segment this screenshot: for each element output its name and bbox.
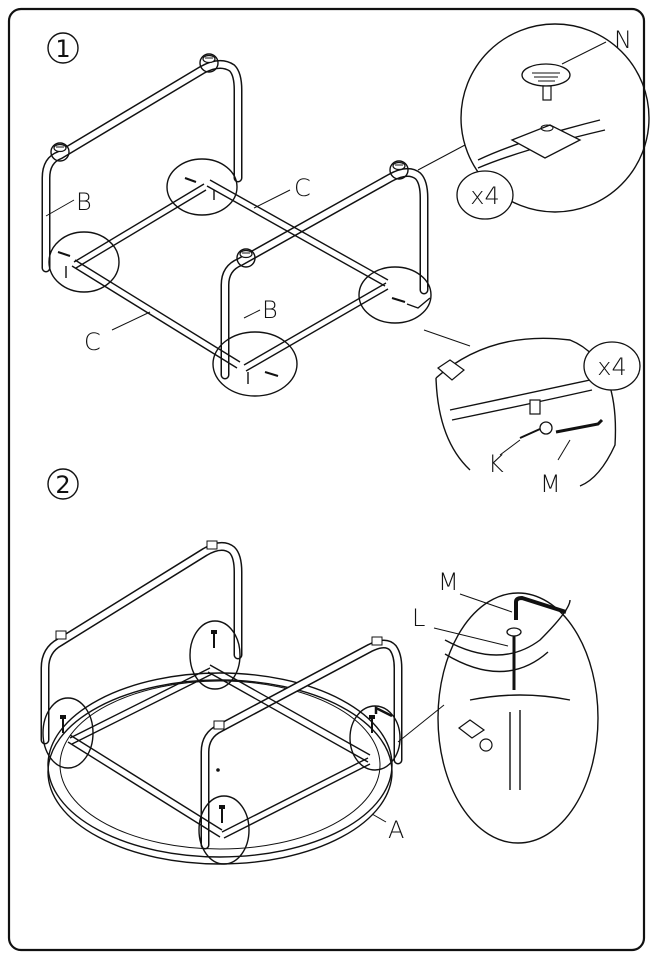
label-b-front: B — [262, 296, 278, 324]
label-c-back: C — [294, 174, 311, 202]
step-2: 2 — [40, 468, 599, 865]
step-2-circle — [47, 468, 79, 500]
qty-n: x4 — [470, 182, 499, 210]
callout-n: N x4 — [417, 23, 650, 220]
joint-highlights-step1 — [48, 158, 432, 397]
step-1: 1 — [41, 23, 650, 498]
joint-highlights-step2 — [42, 620, 401, 865]
step-1-number: 1 — [55, 35, 70, 63]
label-b-back: B — [76, 188, 92, 216]
detail-circle-l — [437, 592, 599, 844]
step-2-number: 2 — [55, 471, 70, 499]
label-k: K — [488, 450, 504, 478]
qty-badge-k — [583, 341, 641, 391]
label-a: A — [388, 816, 404, 844]
cross-rail-right — [243, 282, 389, 372]
callout-l-m: M L — [397, 568, 599, 844]
label-l: L — [412, 604, 425, 632]
step-1-circle — [47, 32, 79, 64]
end-frame-b-back — [41, 60, 243, 278]
end-frame-b-front — [220, 168, 429, 384]
qty-badge-n — [456, 170, 514, 220]
glide-markers-step1 — [50, 53, 409, 268]
label-m-step2: M — [438, 568, 459, 596]
rail-c-front — [71, 259, 241, 369]
callout-k-m: K M x4 — [423, 329, 641, 498]
assembled-frame — [40, 540, 403, 850]
label-m-step1: M — [540, 470, 561, 498]
qty-k: x4 — [597, 353, 626, 381]
rail-c-back — [206, 179, 389, 287]
tabletop-a — [47, 672, 393, 865]
detail-circle-n — [460, 23, 650, 213]
label-c-front: C — [84, 328, 101, 356]
cross-rail-left — [73, 183, 207, 269]
label-n: N — [614, 26, 632, 54]
page-border — [7, 7, 646, 952]
